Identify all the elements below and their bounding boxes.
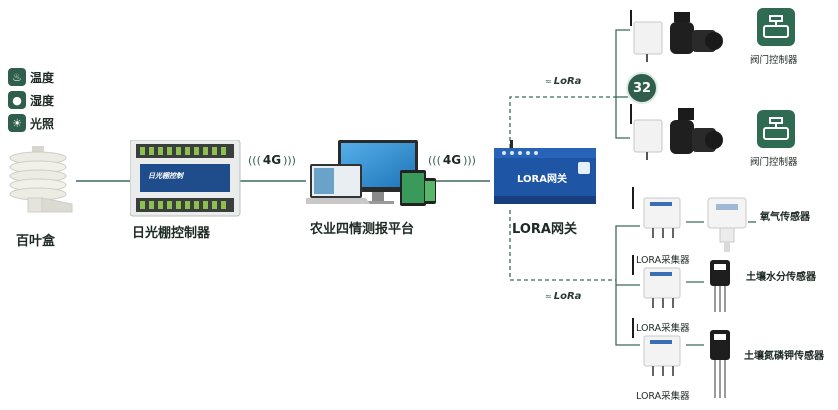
lora-top-link: ≈ LoRa	[545, 76, 581, 87]
lora-collector-1	[643, 197, 681, 238]
env-param-label: 湿度	[30, 93, 55, 108]
lora-collector-label-2: LORA采集器	[636, 323, 690, 334]
valve-bracket	[615, 29, 630, 139]
valve-icon	[757, 110, 795, 148]
valve-glyph	[763, 117, 789, 140]
thermometer-icon: ♨	[8, 68, 26, 86]
gateway-screen-text: LORA网关	[517, 174, 567, 185]
lora-collector-label-3: LORA采集器	[636, 391, 690, 402]
sensor-label-oxygen: 氧气传感器	[760, 212, 810, 223]
lora-to-collectors-line	[509, 210, 616, 281]
link-4g-right: ((( 4G )))	[428, 153, 476, 167]
wireless-icon: ≈	[545, 292, 552, 301]
lora-bottom-label: LoRa	[553, 291, 582, 302]
valve-controller-1	[630, 10, 723, 62]
link-4g-right-label: 4G	[442, 153, 462, 167]
louver-box-label: 百叶盒	[16, 234, 56, 249]
valve-controller-label-1: 阀门控制器	[750, 55, 798, 66]
soil-moisture-sensor	[710, 260, 730, 312]
lora-top-label: LoRa	[553, 76, 582, 87]
valve-controller-2	[630, 104, 723, 160]
link-4g-left-label: 4G	[262, 153, 282, 167]
env-param-label: 温度	[30, 70, 55, 85]
wireless-icon: ≈	[545, 77, 552, 86]
sensor-label-soil-moisture: 土壤水分传感器	[746, 272, 816, 283]
env-param-list: ♨ 温度 ● 湿度 ☀ 光照	[8, 68, 54, 132]
platform-devices	[306, 140, 436, 206]
valve-glyph	[763, 15, 789, 38]
oxygen-sensor	[707, 197, 747, 252]
env-param-light: ☀ 光照	[8, 114, 54, 132]
env-param-humidity: ● 湿度	[8, 91, 54, 109]
platform-label: 农业四情测报平台	[310, 222, 415, 237]
device-count-badge: 32	[626, 72, 658, 104]
soil-npk-sensor	[710, 330, 730, 398]
lora-collector-2	[643, 267, 681, 308]
lora-collector-3	[643, 335, 681, 376]
signal-left-icon: (((	[248, 153, 261, 167]
signal-right-icon: )))	[283, 153, 296, 167]
signal-left-icon: (((	[428, 153, 441, 167]
gateway-label: LORA网关	[512, 222, 577, 237]
valve-icon	[757, 8, 795, 46]
lora-collector-label-1: LORA采集器	[636, 255, 690, 266]
valve-controller-label-2: 阀门控制器	[750, 157, 798, 168]
controller-device	[130, 140, 241, 217]
droplet-icon: ●	[8, 91, 26, 109]
gateway-device	[494, 140, 596, 204]
signal-right-icon: )))	[463, 153, 476, 167]
env-param-temp: ♨ 温度	[8, 68, 54, 86]
sun-icon: ☀	[8, 114, 26, 132]
controller-brand-text: 日光棚控制	[148, 172, 183, 180]
lora-bottom-link: ≈ LoRa	[545, 291, 581, 302]
lora-to-valves-line	[509, 96, 616, 148]
env-param-label: 光照	[30, 116, 55, 131]
link-4g-left: ((( 4G )))	[248, 153, 296, 167]
sensor-label-soil-npk: 土壤氮磷钾传感器	[744, 351, 824, 362]
controller-label: 日光棚控制器	[132, 226, 211, 241]
louver-box-device	[9, 146, 73, 213]
